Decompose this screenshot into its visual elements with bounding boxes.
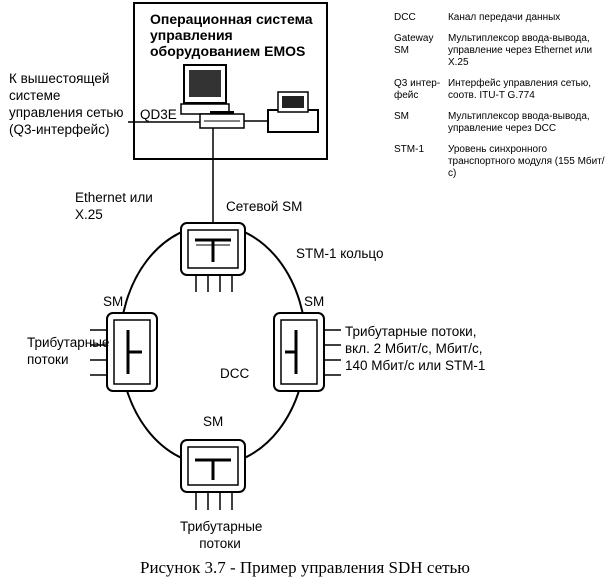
sm-node-right <box>273 312 341 392</box>
sm-node-left <box>90 312 158 392</box>
sm-bottom-label: SM <box>203 414 224 429</box>
computer-icon <box>180 64 245 129</box>
sm-right-label: SM <box>304 294 325 309</box>
network-sm-label: Сетевой SM <box>226 199 303 214</box>
legend-definition: Канал передачи данных <box>447 12 561 23</box>
tributary-bottom-label: Трибутарные потоки <box>180 519 263 551</box>
emos-title: Операционная система управления оборудов… <box>150 11 313 59</box>
sm-node-bottom <box>180 439 246 510</box>
legend-row: Gateway SM Мультиплексор ввода-вывода, у… <box>394 33 606 69</box>
figure-caption: Рисунок 3.7 - Пример управления SDH сеть… <box>140 558 470 577</box>
legend-row: Q3 интер-фейс Интерфейс управления сетью… <box>394 78 606 102</box>
printer-icon <box>267 91 319 133</box>
legend-term: SM <box>394 111 409 122</box>
ethernet-label: Ethernet или X.25 <box>75 190 153 222</box>
legend-row: STM-1 Уровень синхронного транспортного … <box>394 144 606 180</box>
upper-system-label: К вышестоящей системе управления сетью (… <box>9 71 124 137</box>
legend-definition: Уровень синхронного транспортного модуля… <box>447 144 605 179</box>
legend-row: DCC Канал передачи данных <box>394 12 606 24</box>
legend-term: STM-1 <box>394 144 424 155</box>
dcc-label: DCC <box>220 366 250 381</box>
legend-definition: Интерфейс управления сетью, соотв. ITU-T… <box>447 78 592 101</box>
legend-term: Gateway SM <box>394 33 434 56</box>
legend: DCC Канал передачи данных Gateway SM Мул… <box>394 12 606 189</box>
legend-row: SM Мультиплексор ввода-вывода, управлени… <box>394 111 606 135</box>
tributary-right-label: Трибутарные потоки, вкл. 2 Мбит/с, Мбит/… <box>345 324 486 373</box>
legend-definition: Мультиплексор ввода-вывода, управление ч… <box>447 33 593 68</box>
emos-box <box>133 2 328 160</box>
network-sm-node <box>180 222 246 292</box>
qd3e-label: QD3E <box>140 107 177 122</box>
tributary-left-label: Трибутарные потоки <box>27 335 110 367</box>
legend-definition: Мультиплексор ввода-вывода, управление ч… <box>447 111 590 134</box>
legend-term: Q3 интер-фейс <box>394 78 441 101</box>
legend-term: DCC <box>394 12 416 23</box>
sm-left-label: SM <box>103 294 124 309</box>
stm-ring-label: STM-1 кольцо <box>296 246 384 261</box>
